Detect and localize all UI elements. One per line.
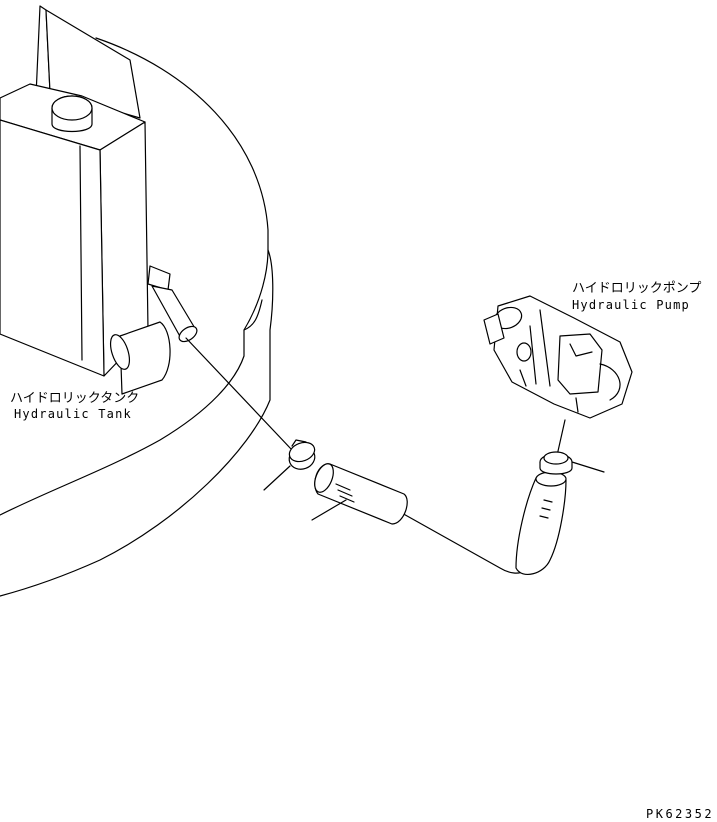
tank-label-en: Hydraulic Tank [14,407,132,421]
hose-segment [311,463,408,525]
frame-outline [0,37,274,597]
tank-label-jp: ハイドロリックタンク [10,391,139,406]
hydraulic-pump [483,295,633,419]
hose-elbow [515,471,567,576]
hose-clamp-right [539,451,605,475]
hose-clamp-left [263,439,316,491]
drawing-code: PK62352 [646,807,714,821]
pump-label-en: Hydraulic Pump [572,298,690,312]
hydraulic-tank [0,5,198,395]
pump-label-jp: ハイドロリックポンプ [572,281,701,296]
